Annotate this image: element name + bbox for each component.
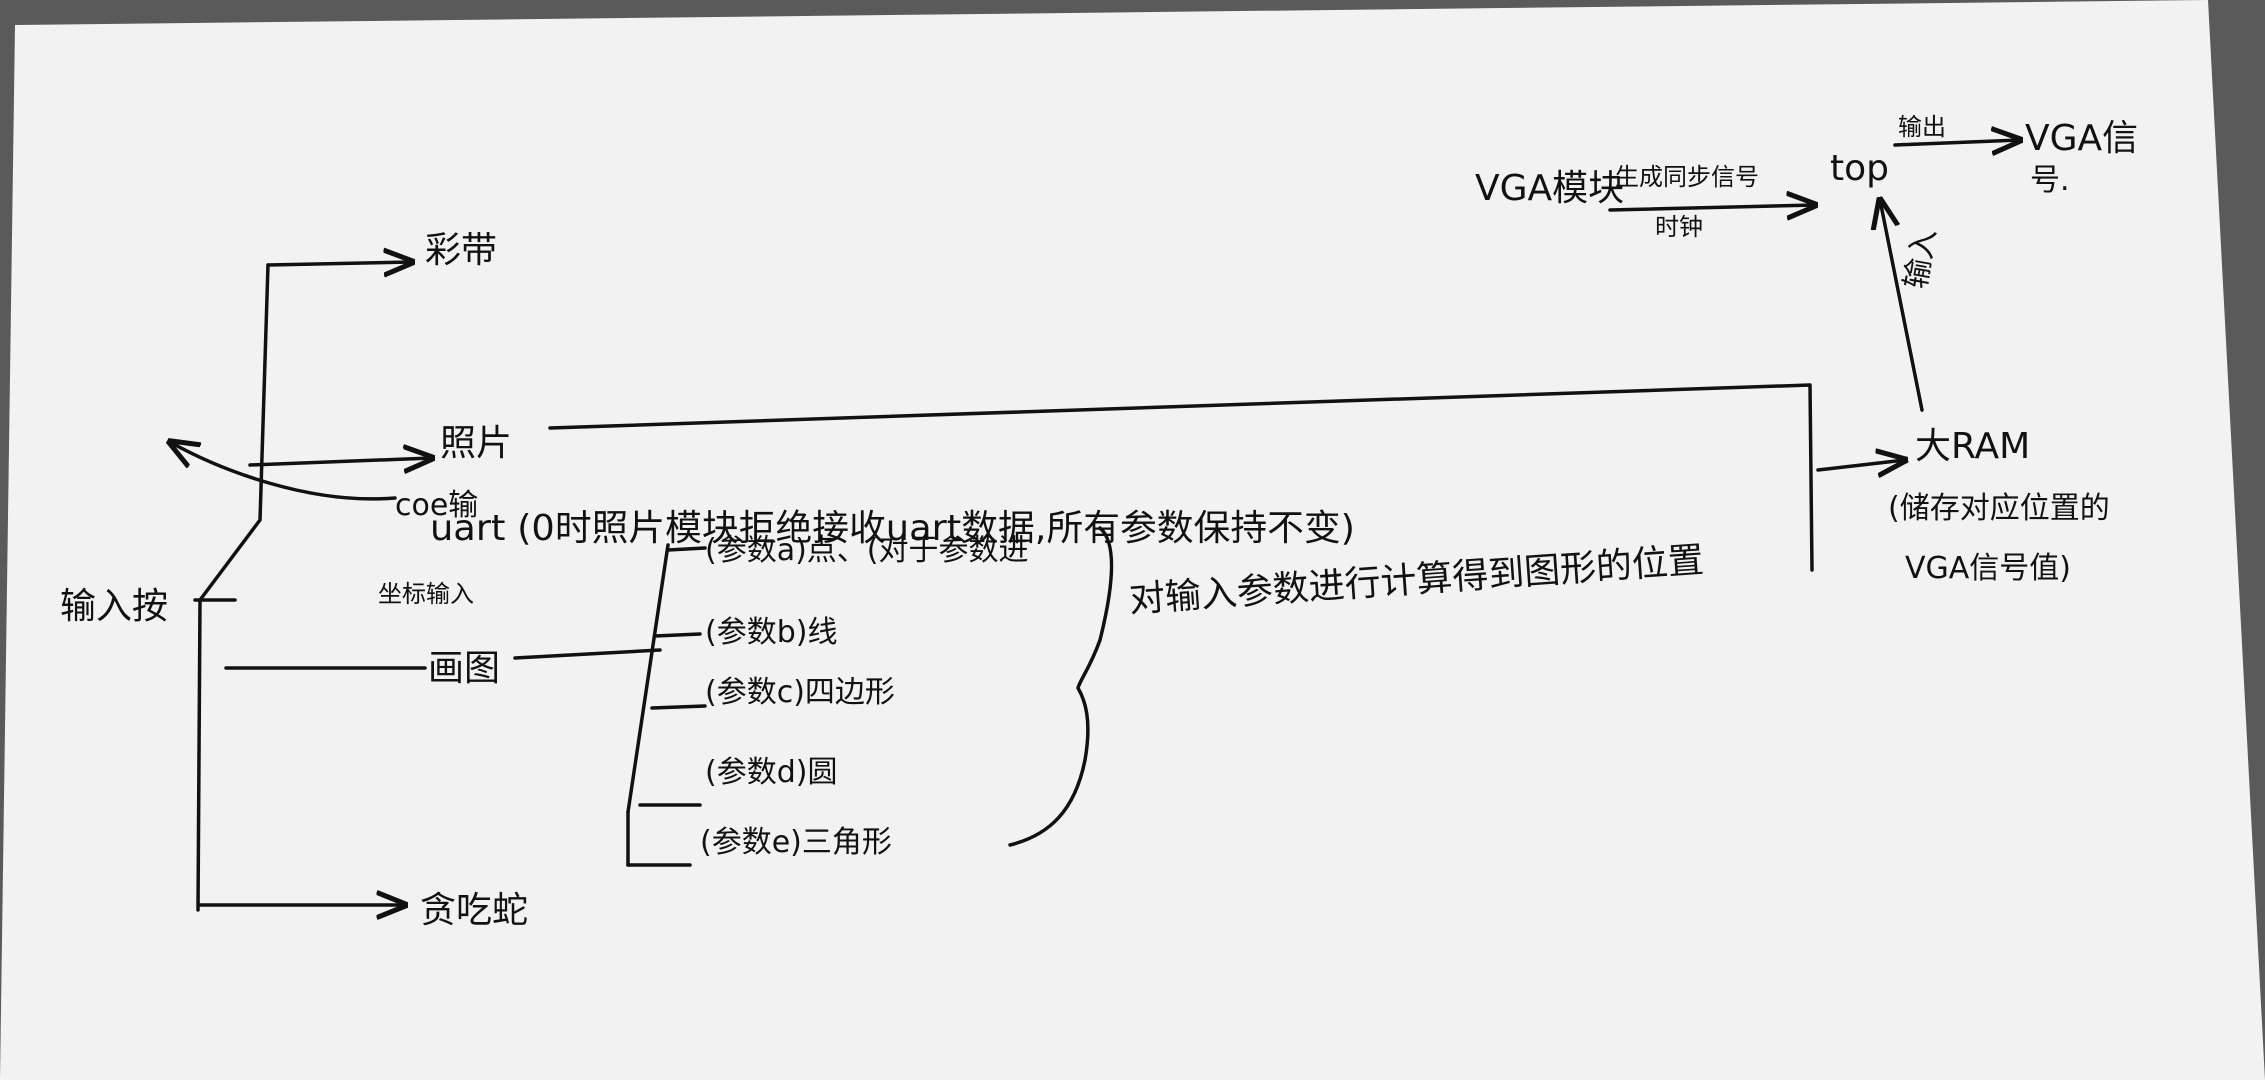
top-output-arrow-label: 输出 (1898, 113, 1946, 141)
shape-a-label: (参数a)点、(对于参数进 (705, 533, 1029, 568)
vga-arrow-below: 时钟 (1655, 213, 1703, 241)
coord-label: 坐标输入 (378, 580, 474, 608)
shape-c-label: (参数c)四边形 (705, 675, 895, 710)
draw-label: 画图 (428, 648, 500, 689)
arrow-to-caidai (266, 262, 412, 265)
top-output-target-line1: VGA信 (2025, 118, 2138, 159)
input-root-label: 输入按 (60, 586, 168, 627)
curly-brace (1008, 526, 1114, 847)
coe-curve-arrow (170, 442, 397, 501)
ram-desc-line1: (储存对应位置的 (1888, 491, 2110, 526)
line-to-ram (1816, 460, 1905, 470)
shape-tick-a (666, 546, 707, 552)
shape-tick-b (653, 632, 702, 638)
uart-label: uart (0时照片模块拒绝接收uart数据,所有参数保持不变) (430, 508, 1355, 549)
snake-label: 贪吃蛇 (420, 890, 528, 931)
vga-module-label: VGA模块 (1475, 168, 1624, 209)
coe-label: coe输 (395, 488, 478, 523)
arrow-ram-to-top (1880, 200, 1924, 412)
top-output-target-line2: 号. (2030, 163, 2070, 198)
spine-line (196, 263, 270, 912)
top-label: top (1830, 148, 1889, 189)
arrow-to-photo (248, 458, 432, 465)
shapes-bracket-vertical (626, 543, 670, 814)
shape-b-label: (参数b)线 (705, 615, 837, 650)
shape-tick-c (650, 704, 707, 710)
caidai-label: 彩带 (425, 230, 497, 271)
shape-e-label: (参数e)三角形 (700, 825, 892, 860)
vga-arrow-above: 生成同步信号 (1615, 163, 1759, 191)
arrow-top-to-vga (1893, 140, 2020, 145)
draw-to-shapes-line (513, 648, 662, 660)
shape-d-label: (参数d)圆 (705, 755, 837, 790)
photo-label: 照片 (440, 423, 512, 464)
photo-to-ram-line (548, 383, 1814, 572)
ram-label: 大RAM (1915, 426, 2030, 467)
arrow-vga-to-top (1608, 205, 1815, 210)
ram-desc-line2: VGA信号值) (1905, 551, 2071, 586)
